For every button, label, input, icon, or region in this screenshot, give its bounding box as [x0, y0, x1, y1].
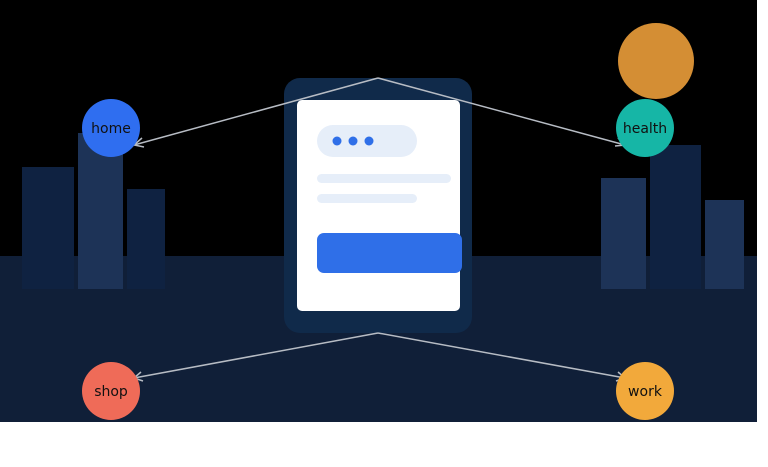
building	[22, 167, 74, 289]
shop-circle	[82, 362, 140, 420]
work-label: work	[628, 384, 663, 400]
text-placeholder-line	[317, 194, 417, 203]
smartphone-icon	[284, 78, 472, 333]
building	[650, 145, 701, 289]
shop-label: shop	[94, 384, 128, 400]
text-placeholder-line	[317, 174, 451, 183]
connector-work	[377, 332, 626, 379]
typing-dot	[332, 136, 342, 146]
sun-icon	[618, 23, 694, 99]
health-circle	[616, 99, 674, 157]
connector-health	[377, 77, 626, 146]
node-shop: shop	[82, 362, 140, 420]
right-buildings	[601, 145, 744, 289]
connector-shop	[133, 332, 379, 379]
building	[601, 178, 646, 289]
home-circle	[82, 99, 140, 157]
typing-dot	[364, 136, 374, 146]
building	[705, 200, 744, 289]
typing-dot	[348, 136, 358, 146]
left-buildings	[22, 133, 165, 289]
building	[78, 133, 123, 289]
node-health: health	[616, 99, 674, 157]
home-label: home	[91, 121, 131, 137]
building	[127, 189, 165, 289]
node-home: home	[82, 99, 140, 157]
work-circle	[616, 362, 674, 420]
action-bar	[317, 233, 462, 273]
node-work: work	[616, 362, 674, 420]
health-label: health	[623, 121, 667, 137]
connector-home	[133, 77, 379, 146]
